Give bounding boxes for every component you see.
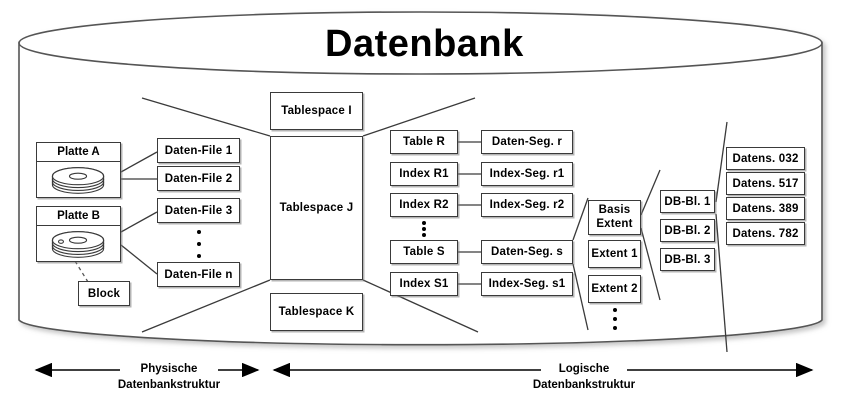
- axis-label-physical: Physische Datenbankstruktur: [108, 362, 230, 393]
- object-segment-links: [458, 141, 481, 285]
- disk-platter-icon: [37, 226, 120, 262]
- tablespace-k[interactable]: Tablespace K: [270, 293, 363, 331]
- disk-platter-icon: [37, 162, 120, 198]
- extent-1[interactable]: Extent 1: [588, 240, 641, 268]
- extent-basis[interactable]: Basis Extent: [588, 200, 641, 235]
- object-index-s1[interactable]: Index S1: [390, 272, 458, 296]
- disk-to-file-connectors: [120, 151, 158, 275]
- daten-file-ellipsis: [196, 230, 201, 258]
- extent-to-dbblock-connectors: [640, 169, 661, 301]
- block-pointer: [61, 239, 89, 283]
- axis-label-logical-line2: Datenbankstruktur: [532, 378, 636, 391]
- extent-ellipsis: [612, 308, 617, 330]
- axis-label-physical-line2: Datenbankstruktur: [117, 378, 221, 391]
- disk-platte-a[interactable]: Platte A: [36, 142, 121, 198]
- record-517[interactable]: Datens. 517: [726, 172, 805, 195]
- daten-file-1[interactable]: Daten-File 1: [157, 138, 240, 163]
- axis-label-logical: Logische Datenbankstruktur: [523, 362, 645, 393]
- record-032[interactable]: Datens. 032: [726, 147, 805, 170]
- object-index-r2[interactable]: Index R2: [390, 193, 458, 217]
- tablespace-to-object-connectors: [362, 97, 479, 333]
- file-to-tablespace-connectors: [141, 97, 271, 333]
- disk-platte-b[interactable]: Platte B: [36, 206, 121, 262]
- disk-platte-a-label: Platte A: [37, 143, 120, 162]
- segment-index-r2[interactable]: Index-Seg. r2: [481, 193, 573, 217]
- object-table-s[interactable]: Table S: [390, 240, 458, 264]
- extent-basis-line2: Extent: [596, 217, 633, 230]
- object-ellipsis: [421, 221, 426, 237]
- db-block-3[interactable]: DB-Bl. 3: [660, 248, 715, 271]
- segment-daten-s[interactable]: Daten-Seg. s: [481, 240, 573, 264]
- block-box[interactable]: Block: [78, 281, 130, 306]
- object-table-r[interactable]: Table R: [390, 130, 458, 154]
- object-index-r1[interactable]: Index R1: [390, 162, 458, 186]
- segment-index-s1[interactable]: Index-Seg. s1: [481, 272, 573, 296]
- db-block-1[interactable]: DB-Bl. 1: [660, 190, 715, 213]
- extent-basis-line1: Basis: [598, 204, 631, 217]
- segment-daten-r[interactable]: Daten-Seg. r: [481, 130, 573, 154]
- record-782[interactable]: Datens. 782: [726, 222, 805, 245]
- db-block-2[interactable]: DB-Bl. 2: [660, 219, 715, 242]
- axis-label-physical-line1: Physische: [140, 363, 198, 375]
- extent-2[interactable]: Extent 2: [588, 275, 641, 303]
- page-title: Datenbank: [325, 23, 524, 65]
- axis-label-logical-line1: Logische: [558, 363, 610, 375]
- dbblock-to-record-connectors: [715, 121, 728, 353]
- daten-file-3[interactable]: Daten-File 3: [157, 198, 240, 223]
- tablespace-i[interactable]: Tablespace I: [270, 92, 363, 130]
- segment-to-extent-connectors: [572, 197, 589, 331]
- daten-file-2[interactable]: Daten-File 2: [157, 166, 240, 191]
- daten-file-n[interactable]: Daten-File n: [157, 262, 240, 287]
- segment-index-r1[interactable]: Index-Seg. r1: [481, 162, 573, 186]
- record-389[interactable]: Datens. 389: [726, 197, 805, 220]
- tablespace-j[interactable]: Tablespace J: [270, 136, 363, 280]
- disk-platte-b-label: Platte B: [37, 207, 120, 226]
